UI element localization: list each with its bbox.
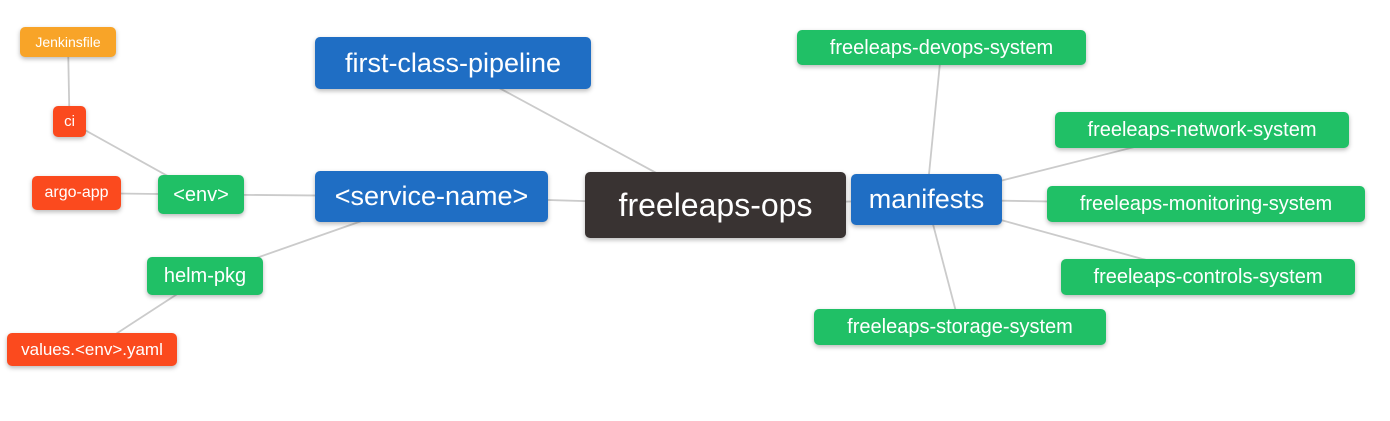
node-ci[interactable]: ci — [53, 106, 86, 137]
node-service-name[interactable]: <service-name> — [315, 171, 548, 222]
node-values-env-yaml[interactable]: values.<env>.yaml — [7, 333, 177, 366]
node-freeleaps-storage-system[interactable]: freeleaps-storage-system — [814, 309, 1106, 345]
node-jenkinsfile[interactable]: Jenkinsfile — [20, 27, 116, 57]
node-freeleaps-controls-system[interactable]: freeleaps-controls-system — [1061, 259, 1355, 295]
node-helm-pkg[interactable]: helm-pkg — [147, 257, 263, 295]
node-env[interactable]: <env> — [158, 175, 244, 214]
node-freeleaps-devops-system[interactable]: freeleaps-devops-system — [797, 30, 1086, 65]
node-freeleaps-network-system[interactable]: freeleaps-network-system — [1055, 112, 1349, 148]
node-freeleaps-monitoring-system[interactable]: freeleaps-monitoring-system — [1047, 186, 1365, 222]
node-first-class-pipeline[interactable]: first-class-pipeline — [315, 37, 591, 89]
node-manifests[interactable]: manifests — [851, 174, 1002, 225]
node-freeleaps-ops-root[interactable]: freeleaps-ops — [585, 172, 846, 238]
node-argo-app[interactable]: argo-app — [32, 176, 121, 210]
